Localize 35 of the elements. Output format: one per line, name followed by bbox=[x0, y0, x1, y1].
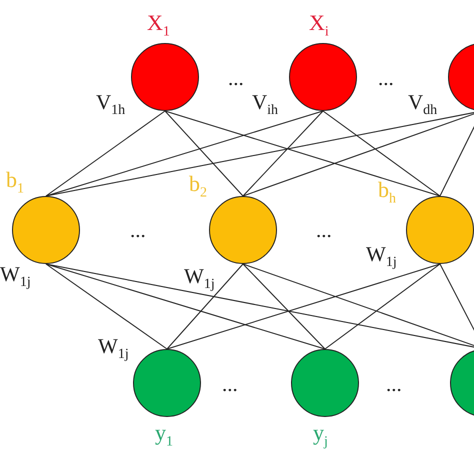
connection-line bbox=[164, 110, 440, 196]
weight-label: V$_{dh}$ bbox=[408, 90, 438, 120]
weight-label: ... bbox=[378, 66, 394, 90]
neuron-label: b$_{h}$ bbox=[378, 178, 396, 208]
weight-label: W$_{1j}$ bbox=[98, 334, 129, 364]
connection-line bbox=[46, 264, 326, 350]
connection-line bbox=[242, 110, 474, 196]
connection-line bbox=[46, 264, 474, 350]
neuron-label: X$_{i}$ bbox=[309, 11, 329, 42]
connection-line bbox=[322, 110, 440, 196]
connection-line bbox=[46, 110, 324, 196]
neuron-label: y$_{j}$ bbox=[313, 421, 328, 452]
weight-label: V$_{1h}$ bbox=[96, 90, 126, 120]
connection-line bbox=[242, 264, 326, 350]
connection-line bbox=[166, 264, 244, 350]
weight-label: W$_{1j}$ bbox=[0, 262, 31, 292]
neuron-label: b$_{1}$ bbox=[6, 168, 24, 198]
neuron-label: X$_{1}$ bbox=[147, 11, 170, 42]
weight-label: ... bbox=[130, 218, 146, 242]
weight-label: ... bbox=[386, 372, 402, 396]
connection-line bbox=[46, 110, 474, 196]
connection-line bbox=[46, 264, 168, 350]
weight-label: W$_{1j}$ bbox=[184, 264, 215, 294]
weight-label: ... bbox=[222, 372, 238, 396]
connection-line bbox=[166, 264, 440, 350]
neuron-label: y$_{1}$ bbox=[155, 421, 173, 452]
connection-line bbox=[242, 110, 324, 196]
weight-label: V$_{ih}$ bbox=[252, 90, 278, 120]
weight-label: W$_{1j}$ bbox=[366, 242, 397, 272]
weight-label: ... bbox=[316, 218, 332, 242]
weight-label: ... bbox=[228, 66, 244, 90]
connection-line bbox=[164, 110, 244, 196]
connection-line bbox=[46, 110, 166, 196]
neuron-label: b$_{2}$ bbox=[189, 172, 207, 202]
connection-line bbox=[324, 264, 440, 350]
